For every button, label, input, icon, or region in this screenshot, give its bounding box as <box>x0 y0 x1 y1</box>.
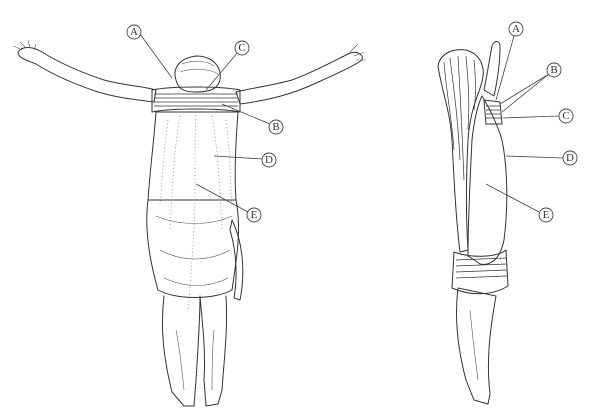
side-label-a: A <box>512 23 520 35</box>
side-torso <box>468 96 507 264</box>
side-label-c: C <box>562 110 569 122</box>
side-label-b: B <box>550 64 557 76</box>
back-left-arm <box>18 48 156 103</box>
back-legs <box>162 296 226 406</box>
back-label-b: B <box>272 121 279 133</box>
back-right-arm <box>236 52 362 104</box>
side-label-e: E <box>543 209 550 221</box>
side-arms <box>484 42 500 97</box>
back-shoulder-band <box>152 87 240 112</box>
back-label-c: C <box>238 42 245 54</box>
back-callouts: A C B D E <box>127 25 283 222</box>
back-label-e: E <box>251 209 258 221</box>
side-legs <box>456 288 496 404</box>
back-label-a: A <box>130 26 138 38</box>
side-hair <box>438 50 483 252</box>
back-label-d: D <box>265 154 273 166</box>
side-label-d: D <box>566 152 574 164</box>
back-view-figure <box>14 40 366 406</box>
